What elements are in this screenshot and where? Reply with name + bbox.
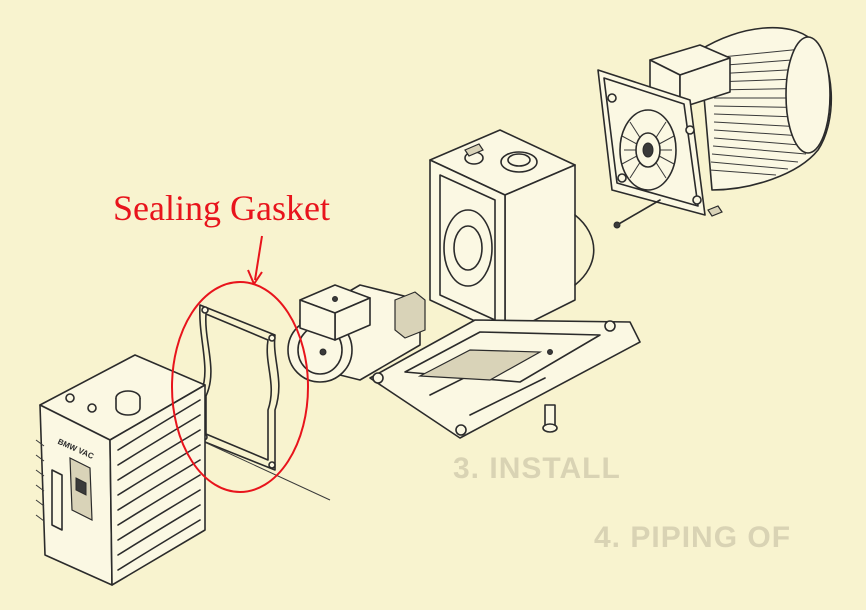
oil-casing bbox=[35, 354, 206, 586]
sealing-gasket-label: Sealing Gasket bbox=[113, 188, 330, 228]
electric-motor bbox=[597, 26, 833, 229]
pump-housing bbox=[429, 129, 595, 336]
callout-arrow-head bbox=[247, 269, 263, 285]
callout-arrow-line bbox=[254, 235, 263, 281]
ghost-heading-install: 3. INSTALL bbox=[453, 452, 621, 485]
sealing-gasket-part bbox=[199, 304, 331, 501]
callout bbox=[171, 235, 309, 493]
gasket-highlight-circle bbox=[171, 281, 309, 493]
rotor-assembly bbox=[287, 284, 426, 383]
base-plate bbox=[369, 319, 641, 439]
ghost-heading-piping: 4. PIPING OF bbox=[594, 521, 792, 554]
